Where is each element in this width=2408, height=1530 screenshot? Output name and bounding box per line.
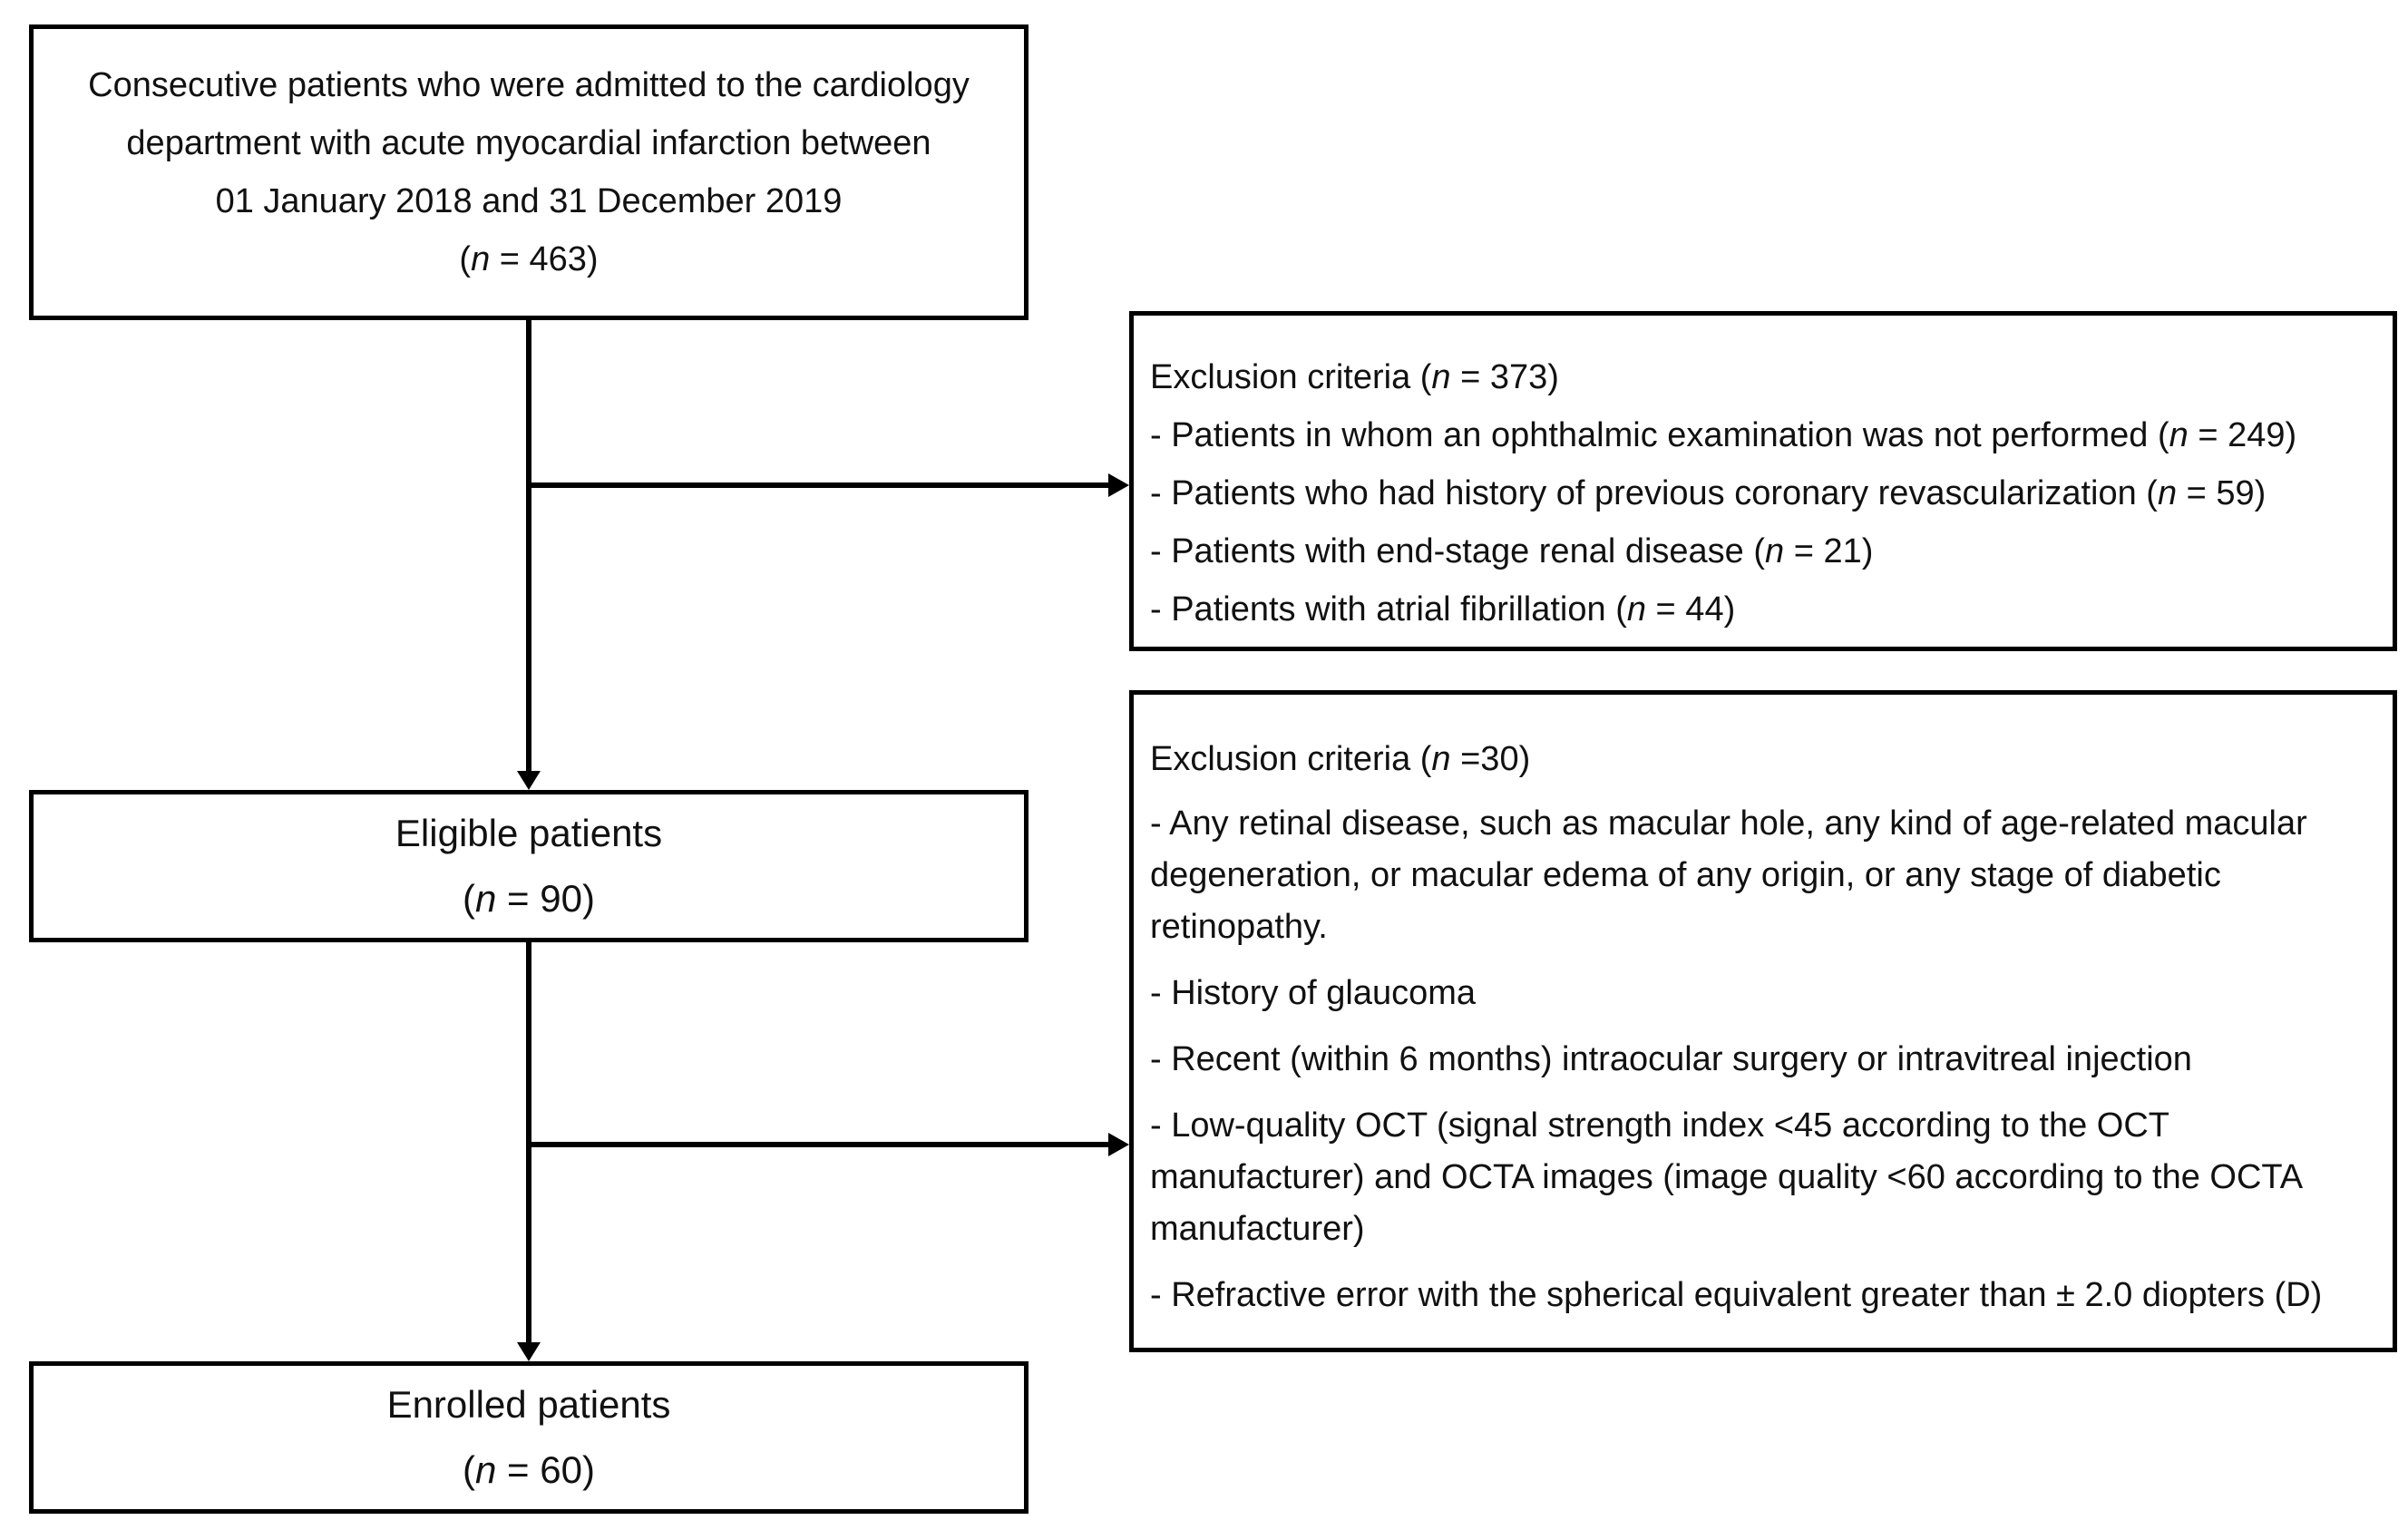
- exclusion-2-count: =30): [1450, 740, 1531, 778]
- exclusion-1-item-count: = 59): [2177, 474, 2267, 512]
- exclusion-1-title: Exclusion criteria (n = 373): [1150, 348, 2393, 406]
- admitted-patients-box: Consecutive patients who were admitted t…: [29, 24, 1029, 320]
- exclusion-1-item-count: = 21): [1784, 532, 1874, 570]
- arrowhead-eligible: [517, 771, 541, 790]
- exclusion-1-item-count: = 249): [2188, 416, 2297, 454]
- exclusion-2-item: - Any retinal disease, such as macular h…: [1150, 804, 2307, 946]
- eligible-title: Eligible patients: [395, 812, 663, 854]
- admitted-count-value: = 463: [490, 240, 587, 278]
- n-symbol: n: [1431, 358, 1451, 396]
- n-symbol: n: [2157, 474, 2178, 512]
- n-symbol: n: [1626, 590, 1646, 629]
- exclusion-1-item-text: - Patients with atrial fibrillation (: [1150, 590, 1627, 629]
- exclusion-2-item: - Refractive error with the spherical eq…: [1150, 1276, 2323, 1314]
- n-symbol: n: [475, 877, 497, 920]
- admitted-line-3: 01 January 2018 and 31 December 2019: [215, 182, 843, 220]
- n-symbol: n: [2169, 416, 2189, 454]
- exclusion-1-title-text: Exclusion criteria (: [1150, 358, 1432, 396]
- eligible-patients-box: Eligible patients (n = 90): [29, 790, 1029, 942]
- exclusion-2-item: - Recent (within 6 months) intraocular s…: [1150, 1040, 2192, 1078]
- eligible-count-value: = 90: [496, 877, 582, 920]
- exclusion-2-item: - Low-quality OCT (signal strength index…: [1150, 1106, 2302, 1248]
- n-symbol: n: [1431, 740, 1451, 778]
- arrowhead-exclusion-1: [1108, 473, 1129, 497]
- arrowhead-enrolled: [517, 1342, 541, 1361]
- n-symbol: n: [471, 240, 491, 278]
- exclusion-2-title: Exclusion criteria (n =30): [1150, 733, 2393, 785]
- exclusion-1-item-text: - Patients in whom an ophthalmic examina…: [1150, 416, 2169, 454]
- exclusion-2-title-text: Exclusion criteria (: [1150, 740, 1432, 778]
- exclusion-1-item-count: = 44): [1646, 590, 1736, 629]
- n-symbol: n: [475, 1448, 497, 1491]
- arrowhead-exclusion-2: [1108, 1133, 1129, 1156]
- admitted-line-2: department with acute myocardial infarct…: [126, 124, 931, 162]
- exclusion-2-item: - History of glaucoma: [1150, 974, 1477, 1012]
- exclusion-1-count: = 373): [1450, 358, 1559, 396]
- exclusion-1-item: - Patients in whom an ophthalmic examina…: [1150, 406, 2393, 464]
- exclusion-criteria-box-2: Exclusion criteria (n =30) - Any retinal…: [1129, 690, 2397, 1352]
- n-symbol: n: [1765, 532, 1785, 570]
- exclusion-1-item: - Patients with atrial fibrillation (n =…: [1150, 580, 2393, 638]
- enrolled-patients-box: Enrolled patients (n = 60): [29, 1361, 1029, 1514]
- enrolled-title: Enrolled patients: [386, 1383, 671, 1426]
- eligible-count: (n = 90): [463, 877, 595, 920]
- admitted-line-1: Consecutive patients who were admitted t…: [88, 66, 970, 104]
- exclusion-1-item: - Patients who had history of previous c…: [1150, 464, 2393, 522]
- exclusion-1-item-text: - Patients who had history of previous c…: [1150, 474, 2158, 512]
- exclusion-1-item: - Patients with end-stage renal disease …: [1150, 522, 2393, 580]
- exclusion-criteria-box-1: Exclusion criteria (n = 373) - Patients …: [1129, 311, 2397, 651]
- enrolled-count: (n = 60): [463, 1448, 595, 1491]
- enrolled-count-value: = 60: [496, 1448, 582, 1491]
- exclusion-1-item-text: - Patients with end-stage renal disease …: [1150, 532, 1766, 570]
- admitted-count: (n = 463): [459, 240, 599, 278]
